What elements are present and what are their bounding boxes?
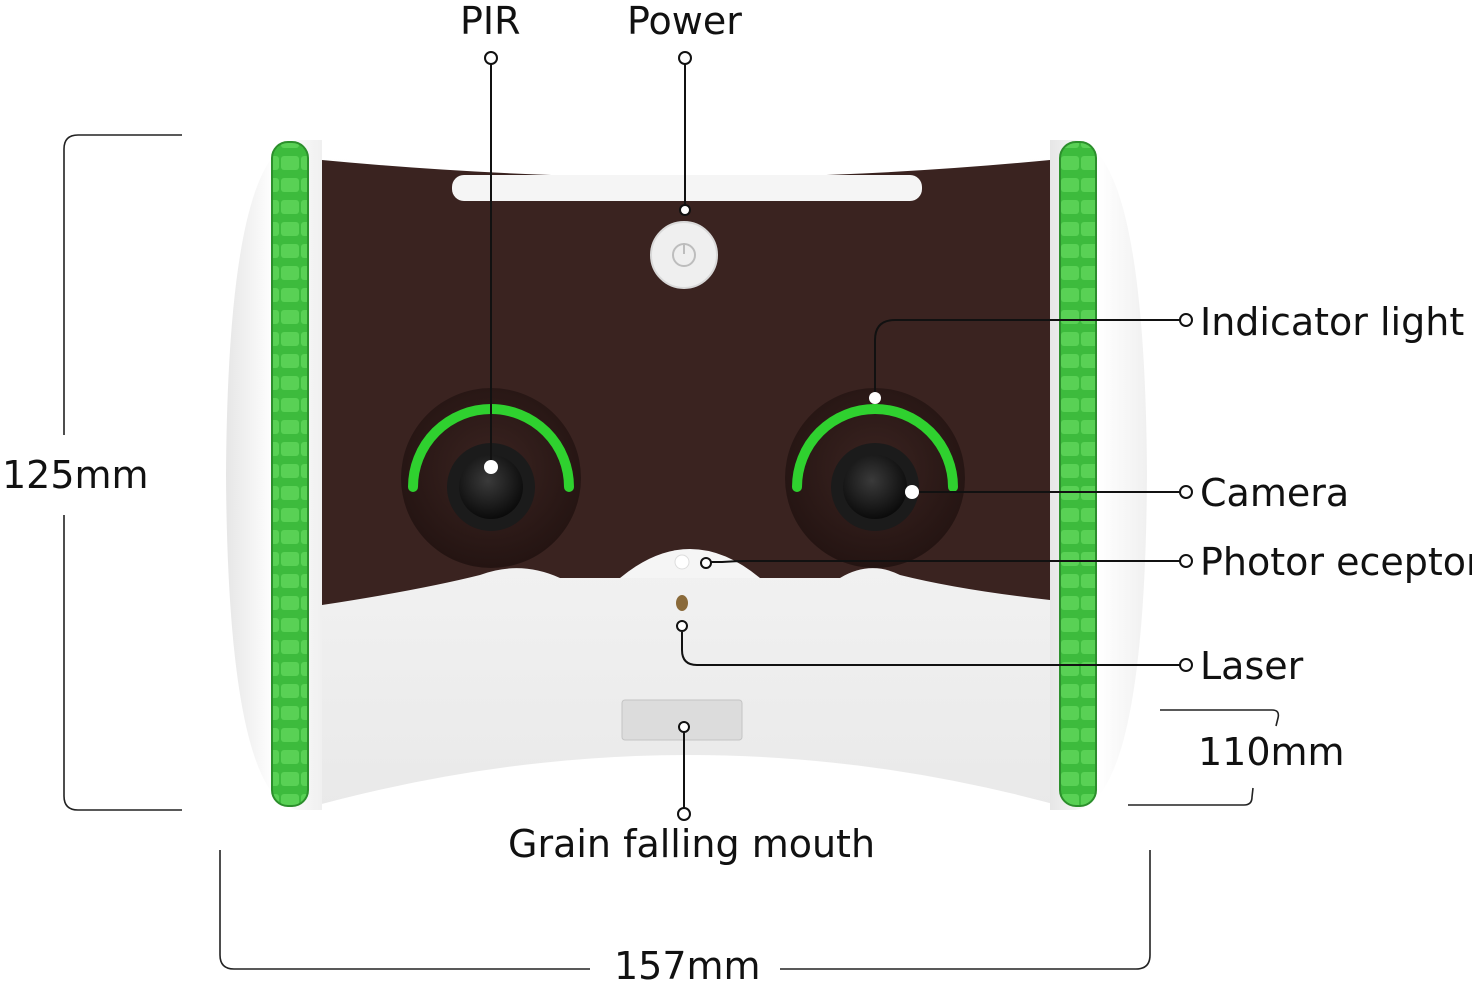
dimension-width: 157mm bbox=[614, 947, 761, 985]
label-laser: Laser bbox=[1200, 647, 1303, 685]
left-wheel bbox=[272, 142, 308, 806]
label-photoreceptor: Photor eceptor bbox=[1200, 543, 1472, 581]
top-slot bbox=[452, 175, 922, 201]
power-button bbox=[651, 222, 717, 288]
dimension-depth: 110mm bbox=[1198, 733, 1345, 771]
laser-dot bbox=[676, 595, 688, 611]
photoreceptor-dot bbox=[675, 555, 689, 569]
label-power: Power bbox=[627, 2, 742, 40]
label-indicator-light: Indicator light bbox=[1200, 303, 1464, 341]
label-grain-mouth: Grain falling mouth bbox=[508, 825, 875, 863]
dimension-height: 125mm bbox=[2, 456, 149, 494]
depth-bracket-top bbox=[1160, 710, 1278, 726]
label-pir: PIR bbox=[460, 2, 521, 40]
camera-lens bbox=[843, 455, 907, 519]
label-camera: Camera bbox=[1200, 474, 1349, 512]
grain-outlet bbox=[622, 700, 742, 740]
depth-bracket-bottom bbox=[1128, 788, 1253, 805]
right-wheel bbox=[1060, 142, 1096, 806]
